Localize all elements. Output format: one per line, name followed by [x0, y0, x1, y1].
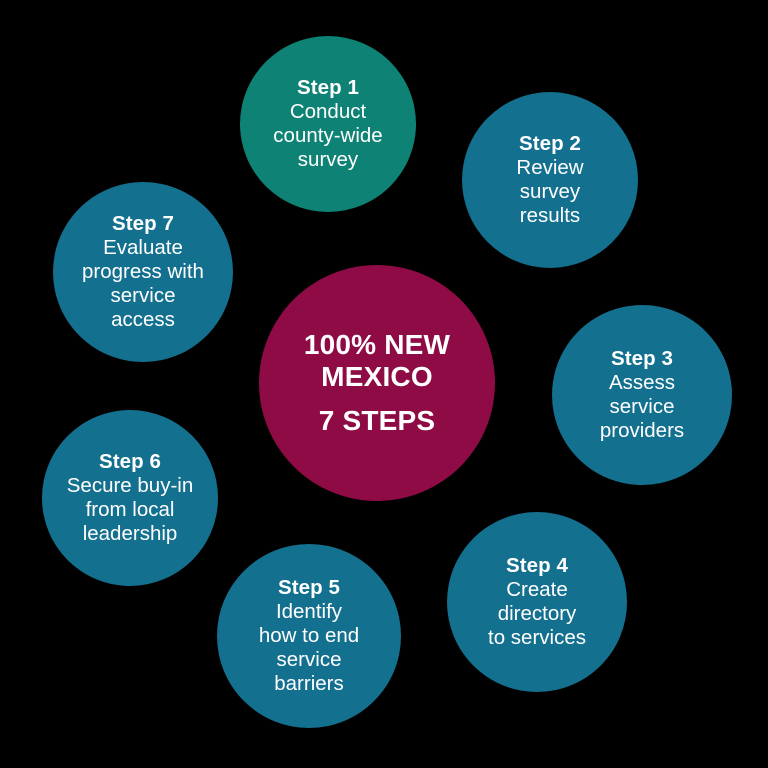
step-2-body-line-1: Review: [516, 155, 584, 179]
step-4-body-line-3: to services: [488, 626, 586, 650]
step-7-label: Step 7: [111, 211, 175, 235]
step-4-label: Step 4: [505, 553, 569, 577]
step-2-label: Step 2: [518, 131, 582, 155]
step-4-body-line-1: Create: [506, 577, 568, 601]
step-1-body-line-1: Conduct: [289, 99, 367, 123]
step-7-body-line-1: Evaluate: [103, 235, 183, 259]
step-6-body-line-3: leadership: [82, 522, 178, 546]
step-7-body-line-3: service: [110, 284, 176, 308]
step-1-body-line-2: county-wide: [273, 124, 383, 147]
step-2-body-line-2: survey: [519, 180, 581, 203]
step-7-body-line-2: progress with: [82, 259, 204, 283]
step-3-body-line-1: Assess: [608, 370, 676, 394]
step-7-body-line-4: access: [111, 308, 175, 332]
step-1-body-line-3: survey: [297, 148, 359, 172]
center-title-line-1: 100% NEW: [303, 329, 451, 361]
step-1-circle[interactable]: Step 1 Conduct county-wide survey: [240, 36, 416, 212]
step-3-body-line-3: providers: [599, 419, 685, 443]
step-6-body-line-1: Secure buy-in: [66, 473, 194, 497]
center-title-line-3: 7 STEPS: [318, 404, 436, 436]
center-title-line-2: MEXICO: [321, 361, 433, 393]
step-2-body-line-3: results: [519, 204, 581, 228]
step-6-body-line-2: from local: [85, 498, 175, 521]
step-4-circle[interactable]: Step 4 Create directory to services: [447, 512, 627, 692]
step-1-label: Step 1: [296, 75, 360, 99]
center-hub-circle[interactable]: 100% NEW MEXICO 7 STEPS: [259, 265, 495, 501]
step-5-body-line-3: service: [276, 648, 342, 672]
step-2-circle[interactable]: Step 2 Review survey results: [462, 92, 638, 268]
step-3-body-line-2: service: [609, 395, 675, 418]
step-4-body-line-2: directory: [497, 602, 577, 625]
step-3-circle[interactable]: Step 3 Assess service providers: [552, 305, 732, 485]
step-5-label: Step 5: [277, 575, 341, 599]
step-6-circle[interactable]: Step 6 Secure buy-in from local leadersh…: [42, 410, 218, 586]
step-6-label: Step 6: [98, 449, 162, 473]
step-5-body-line-1: Identify: [275, 599, 343, 623]
step-3-label: Step 3: [610, 346, 674, 370]
step-5-body-line-4: barriers: [274, 672, 344, 696]
step-7-circle[interactable]: Step 7 Evaluate progress with service ac…: [53, 182, 233, 362]
step-5-circle[interactable]: Step 5 Identify how to end service barri…: [217, 544, 401, 728]
step-5-body-line-2: how to end: [258, 623, 360, 647]
